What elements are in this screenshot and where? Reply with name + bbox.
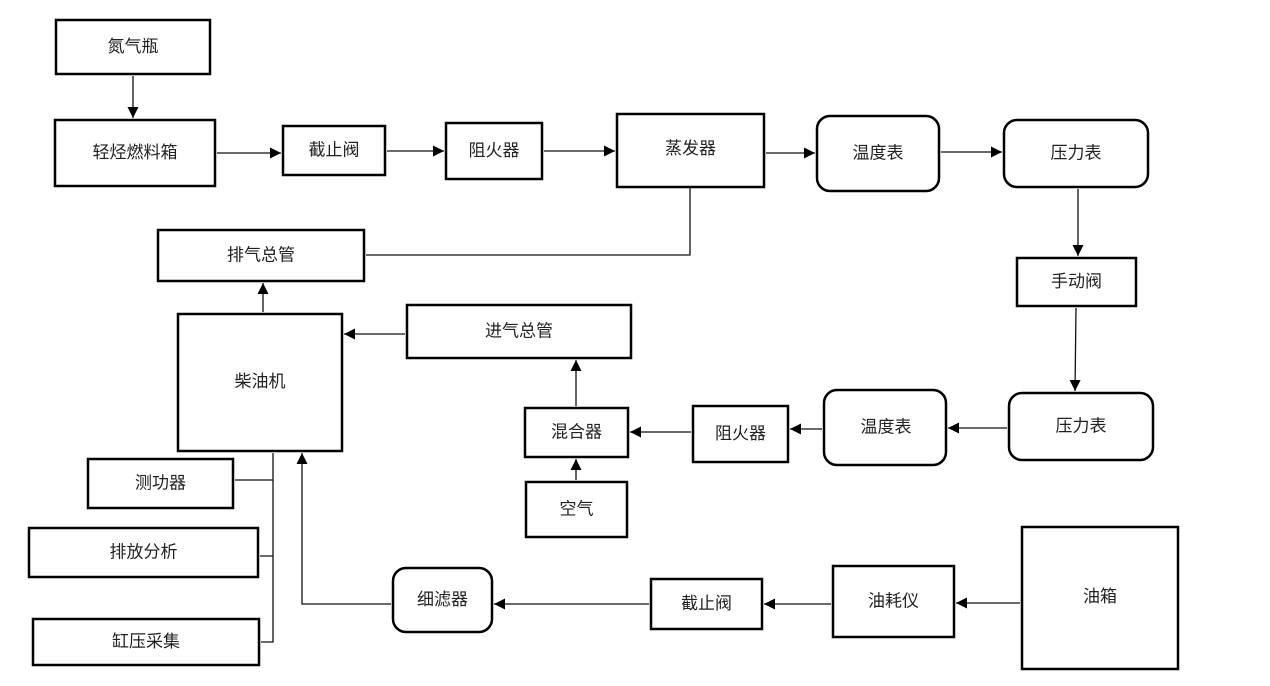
node-box [31,617,261,667]
node-evaporator: 蒸发器 [615,112,766,189]
node-box [27,526,260,579]
node-box [1007,391,1155,462]
edge-diesel_engine-to-cylinder_pressure [261,556,274,643]
node-light-hc-tank: 轻烃燃料箱 [53,118,217,188]
node-label: 压力表 [1051,144,1102,164]
node-manual-valve: 手动阀 [1015,256,1138,308]
node-pressure-gauge-1: 压力表 [1002,118,1150,189]
node-dynamometer: 测功器 [86,457,235,510]
node-box [444,121,544,181]
node-label: 细滤器 [417,590,468,610]
node-label: 排气总管 [227,246,295,266]
node-box [615,112,766,189]
node-label: 缸压采集 [112,631,180,652]
node-nitrogen-bottle: 氮气瓶 [54,18,212,76]
node-label: 进气总管 [485,322,553,342]
node-shutoff-valve-2: 截止阀 [649,577,764,631]
edge-manual_valve-to-pressure_gauge_2 [1069,307,1081,392]
node-label: 温度表 [853,144,904,164]
node-exhaust-manifold: 排气总管 [156,228,366,283]
edge-diesel_engine-to-emission_analysis [260,480,274,557]
edge-fine_filter-to-diesel_engine [296,453,391,605]
node-box [53,118,217,188]
node-box [815,114,941,193]
node-air: 空气 [524,480,629,539]
node-cylinder-pressure: 缸压采集 [31,617,261,667]
node-label: 阻火器 [469,141,520,161]
node-fuel-meter: 油耗仪 [831,564,956,639]
node-fuel-tank: 油箱 [1020,525,1180,671]
node-intake-manifold: 进气总管 [405,303,633,360]
node-box [822,388,948,467]
node-box [1015,256,1138,308]
node-flame-arrester-1: 阻火器 [444,121,544,181]
node-box [1002,118,1150,189]
node-label: 油耗仪 [868,592,919,612]
node-box [54,18,212,76]
node-label: 截止阀 [309,141,360,161]
node-label: 测功器 [135,474,186,494]
node-label: 氮气瓶 [108,37,159,57]
node-box [691,404,790,464]
node-box [176,312,344,453]
node-thermometer-1: 温度表 [815,114,941,193]
node-box [649,577,764,631]
node-label: 排放分析 [110,543,178,563]
node-flame-arrester-2: 阻火器 [691,404,790,464]
node-box [391,566,494,634]
node-pressure-gauge-2: 压力表 [1007,391,1155,462]
node-label: 压力表 [1056,417,1107,437]
node-label: 阻火器 [715,424,766,444]
node-label: 蒸发器 [665,139,716,159]
node-box [523,406,630,459]
node-label: 油箱 [1083,587,1117,607]
node-box [524,480,629,539]
node-label: 手动阀 [1051,272,1102,292]
node-label: 柴油机 [235,372,286,392]
node-box [86,457,235,510]
node-mixer: 混合器 [523,406,630,459]
edge-exhaust_manifold-to-evaporator [366,188,691,256]
node-diesel-engine: 柴油机 [176,312,344,453]
node-box [831,564,956,639]
node-box [156,228,366,283]
node-label: 截止阀 [681,594,732,614]
node-label: 温度表 [861,418,912,438]
node-box [281,124,387,177]
node-emission-analysis: 排放分析 [27,526,260,579]
node-label: 空气 [560,500,594,520]
node-thermometer-2: 温度表 [822,388,948,467]
node-shutoff-valve-1: 截止阀 [281,124,387,177]
node-label: 轻烃燃料箱 [93,143,178,163]
node-box [405,303,633,360]
edge-diesel_engine-to-dynamometer [235,453,274,481]
node-label: 混合器 [551,423,602,443]
node-box [1020,525,1180,671]
node-fine-filter: 细滤器 [391,566,494,634]
